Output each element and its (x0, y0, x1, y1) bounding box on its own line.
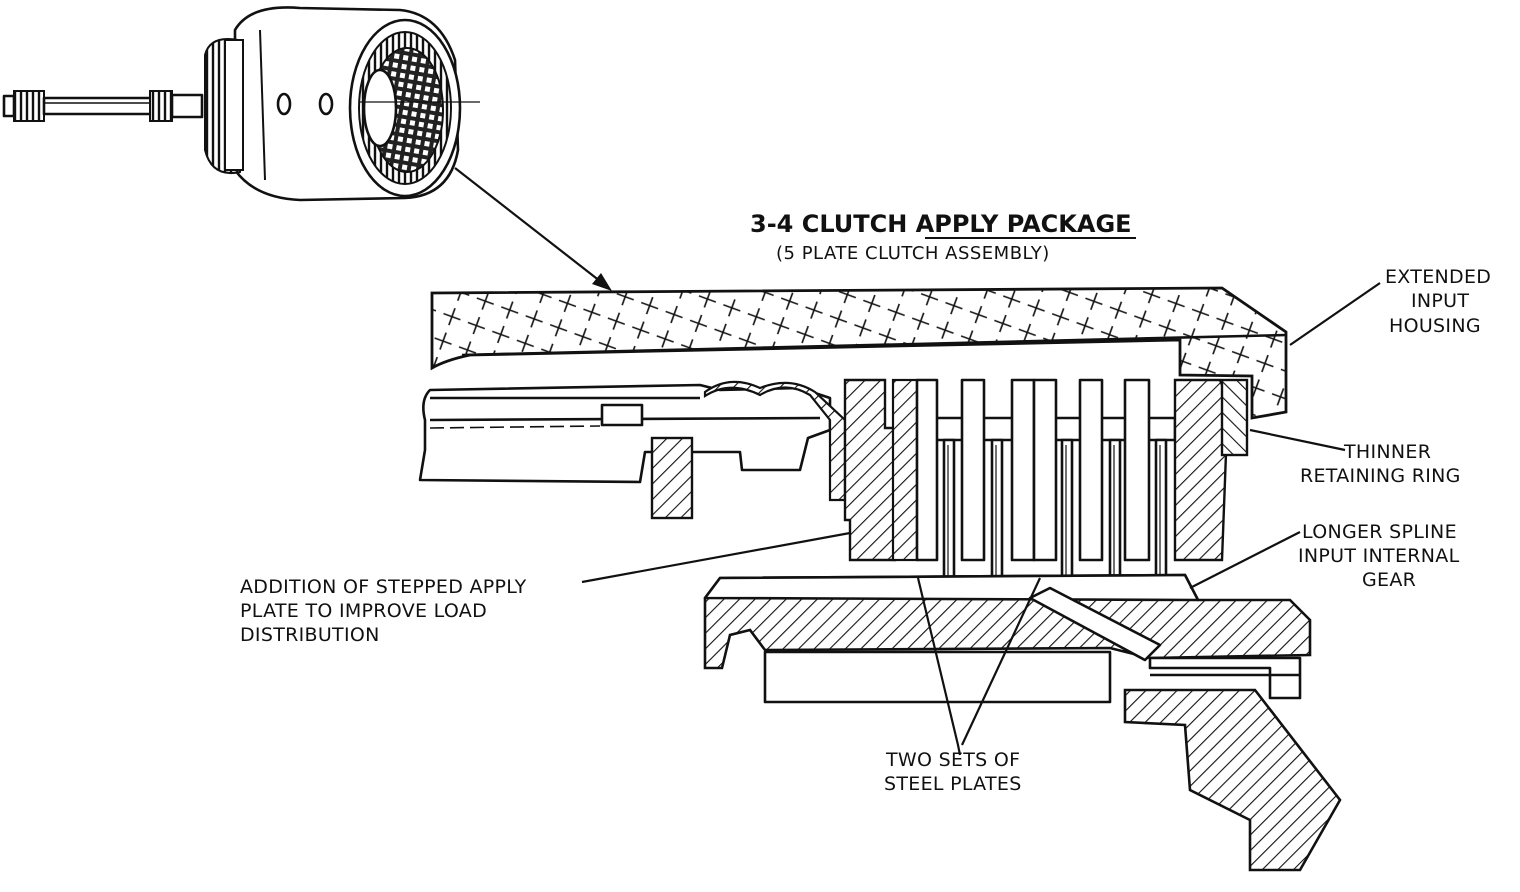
input-shaft (2, 90, 204, 122)
input-internal-gear (703, 573, 1342, 872)
svg-text:RETAINING RING: RETAINING RING (1300, 465, 1461, 487)
leader-extended-housing (1289, 282, 1381, 346)
apply-ring (650, 436, 694, 520)
leader-steel-plates (916, 577, 1041, 756)
svg-text:TWO SETS OF: TWO SETS OF (885, 749, 1020, 771)
svg-text:PLATE TO IMPROVE LOAD: PLATE TO IMPROVE LOAD (240, 600, 487, 622)
label-steel-plates: TWO SETS OF STEEL PLATES (884, 749, 1022, 795)
retaining-ring (1220, 378, 1249, 457)
friction-disc (1060, 438, 1074, 592)
svg-text:GEAR: GEAR (1362, 569, 1416, 591)
label-stepped-apply-plate: ADDITION OF STEPPED APPLY PLATE TO IMPRO… (240, 576, 527, 646)
diagram-title: 3-4 CLUTCH APPLY PACKAGE (750, 210, 1132, 238)
clutch-plate (1078, 378, 1104, 562)
svg-text:DISTRIBUTION: DISTRIBUTION (240, 624, 380, 646)
leader-retaining-ring (1249, 428, 1346, 452)
stepped-apply-plate (843, 378, 897, 562)
steel-plate (891, 378, 919, 562)
svg-text:EXTENDED: EXTENDED (1385, 266, 1491, 288)
svg-text:INPUT INTERNAL: INPUT INTERNAL (1298, 545, 1460, 567)
friction-disc (1154, 438, 1168, 592)
clutch-plate (960, 378, 986, 562)
drum-hole (318, 92, 334, 116)
friction-disc (990, 438, 1004, 592)
leader-stepped-apply (581, 531, 851, 584)
clutch-plate (1123, 378, 1151, 562)
backing-plate (1173, 378, 1230, 562)
piston-assembly (418, 380, 847, 520)
detail-arrow (454, 167, 612, 291)
friction-disc (942, 438, 956, 592)
leader-longer-spline (1189, 531, 1301, 589)
svg-text:HOUSING: HOUSING (1389, 315, 1481, 337)
diagram-subtitle: (5 PLATE CLUTCH ASSEMBLY) (776, 243, 1050, 264)
label-extended-input-housing: EXTENDED INPUT HOUSING (1385, 266, 1491, 337)
svg-text:ADDITION OF STEPPED APPLY: ADDITION OF STEPPED APPLY (240, 576, 527, 598)
input-shaft-drum-illustration (2, 6, 480, 202)
label-thinner-retaining-ring: THINNER RETAINING RING (1300, 441, 1461, 487)
clutch-plate (915, 378, 939, 562)
svg-text:THINNER: THINNER (1343, 441, 1431, 463)
clutch-plate-stack (891, 378, 1249, 592)
label-longer-spline: LONGER SPLINE INPUT INTERNAL GEAR (1298, 521, 1460, 591)
friction-disc (1108, 438, 1122, 592)
steel-plate (1010, 378, 1036, 562)
steel-plate (1032, 378, 1058, 562)
svg-text:INPUT: INPUT (1411, 290, 1469, 312)
svg-text:LONGER SPLINE: LONGER SPLINE (1302, 521, 1457, 543)
drum-hole (276, 92, 292, 116)
svg-text:STEEL PLATES: STEEL PLATES (884, 773, 1022, 795)
